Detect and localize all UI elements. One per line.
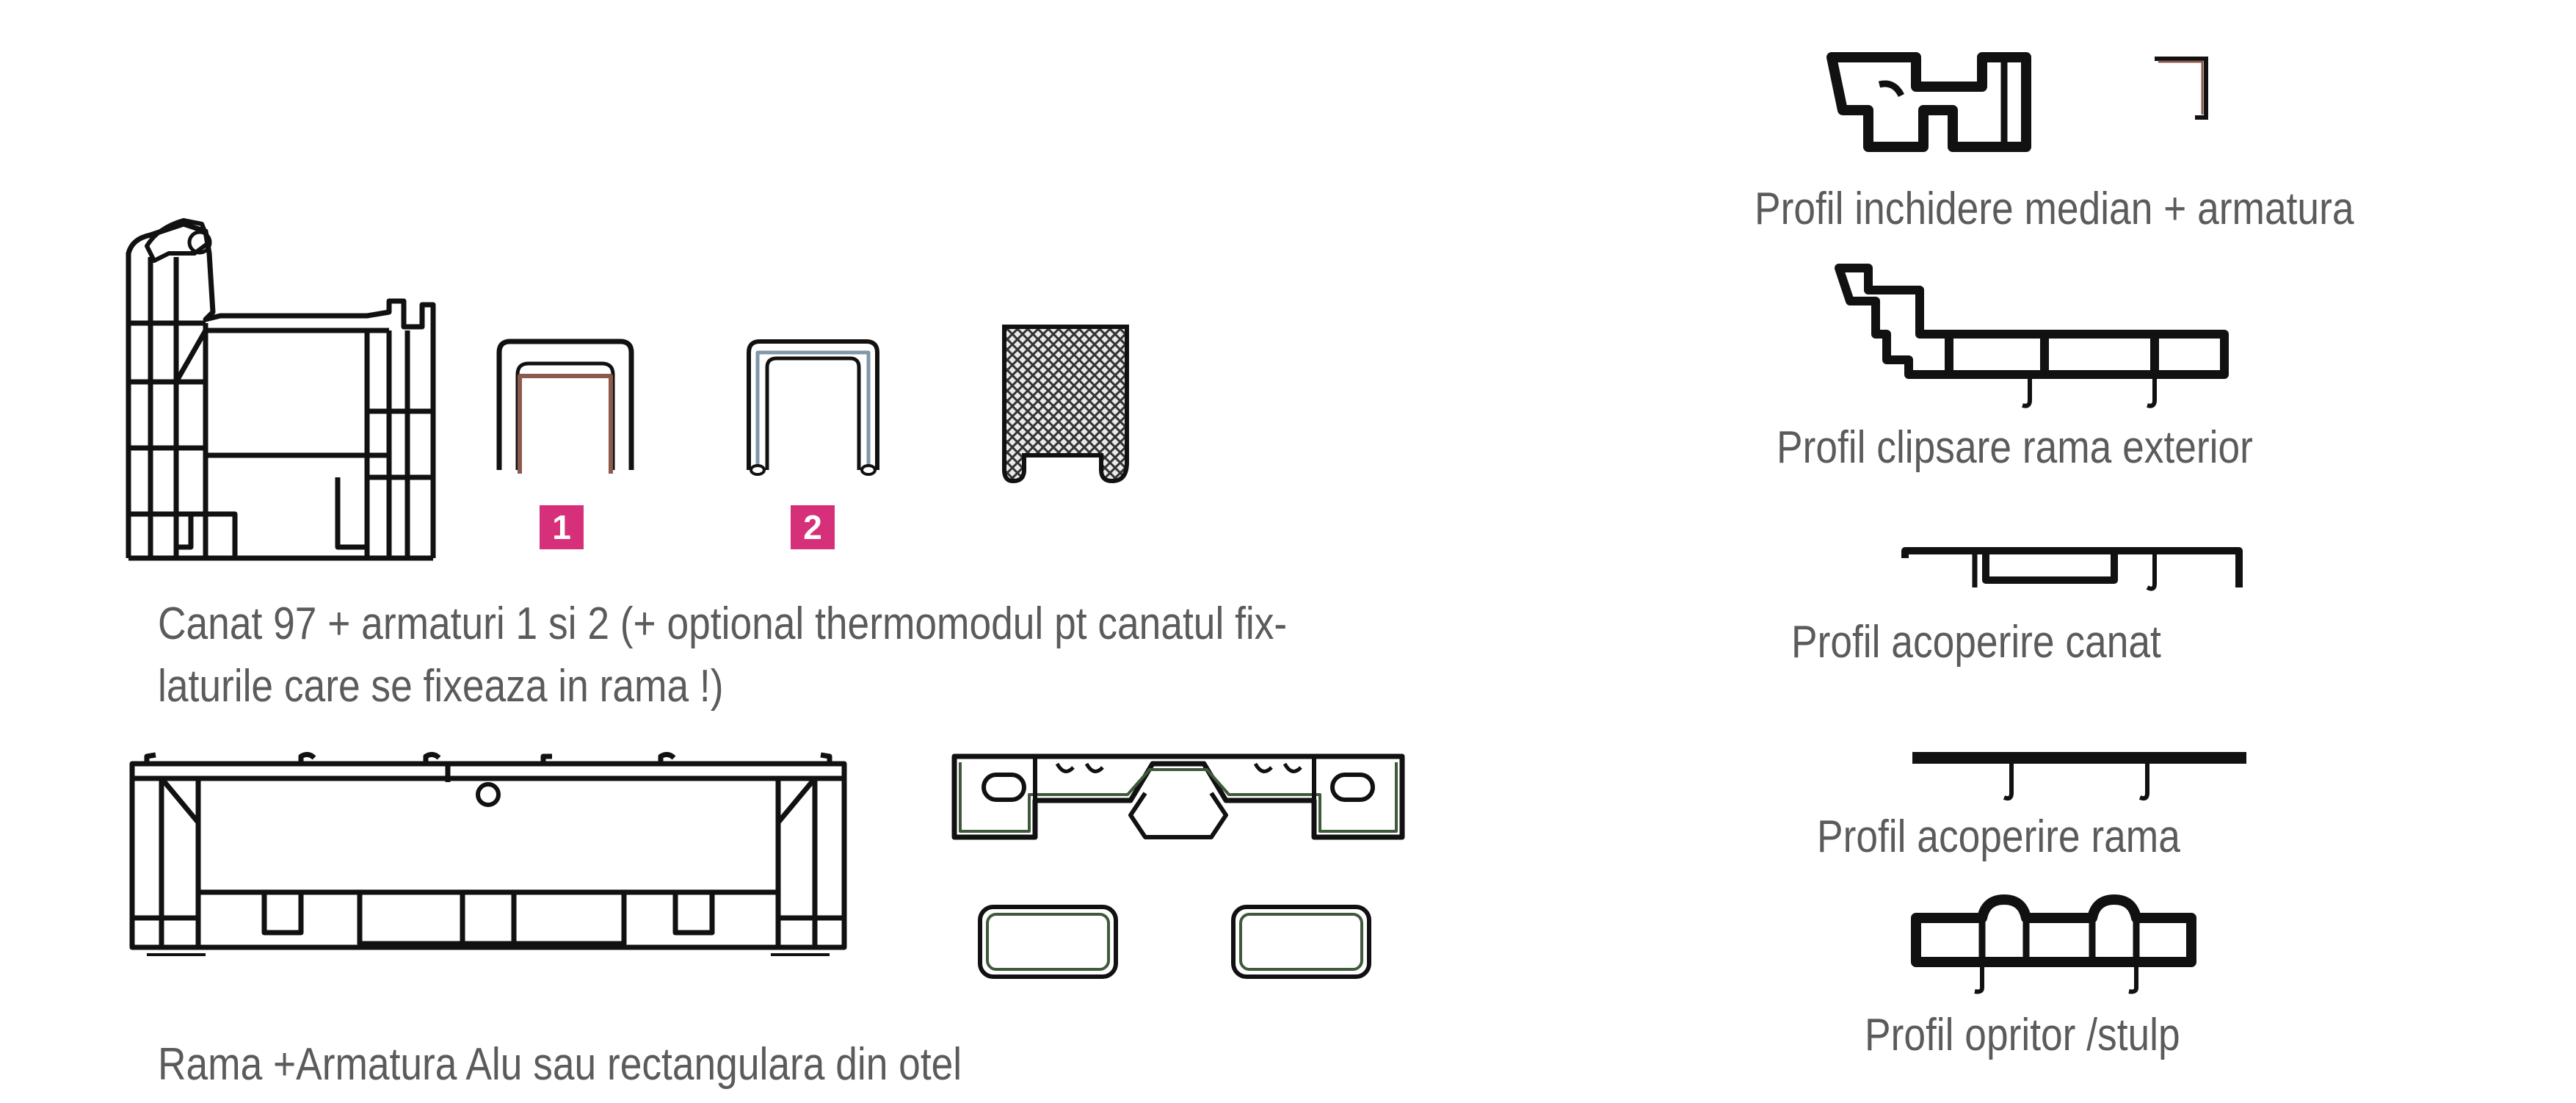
caption-canat-line-1: Canat 97 + armaturi 1 si 2 (+ optional t…: [158, 598, 1288, 649]
alu-u-reinforcement-drawing: [747, 339, 879, 476]
exterior-frame-clip-profile-drawing: [1835, 264, 2229, 408]
sash-cover-profile-drawing: [1901, 547, 2243, 591]
caption-profil-inchidere: Profil inchidere median + armatura: [1755, 184, 2354, 234]
steel-tube-left-inner: [986, 913, 1110, 971]
steel-tube-right-drawing: [1231, 905, 1371, 979]
steel-tube-left-drawing: [978, 905, 1118, 979]
frame-profile-drawing: [129, 751, 847, 956]
steel-tube-right-inner: [1239, 913, 1363, 971]
stop-mullion-profile-drawing: [1911, 894, 2196, 994]
caption-profil-clipsare: Profil clipsare rama exterior: [1777, 422, 2253, 473]
steel-u-reinforcement-drawing: [496, 339, 634, 474]
median-armature-color: [2158, 60, 2204, 115]
caption-canat-line-2: laturile care se fixeaza in rama !): [158, 661, 724, 712]
reinforcement-2-badge: 2: [791, 505, 835, 549]
median-armature-drawing: [2155, 57, 2208, 120]
caption-profil-acoperire-canat: Profil acoperire canat: [1791, 617, 2161, 668]
caption-profil-acoperire-rama: Profil acoperire rama: [1817, 811, 2180, 862]
caption-rama: Rama +Armatura Alu sau rectangulara din …: [158, 1039, 962, 1090]
sash-profile-drawing: [126, 218, 436, 561]
alu-frame-reinforcement-drawing: [951, 753, 1405, 840]
frame-cover-profile-drawing: [1912, 752, 2246, 801]
caption-profil-opritor: Profil opritor /stulp: [1865, 1010, 2180, 1060]
median-closing-profile-drawing: [1826, 52, 2031, 152]
reinforcement-1-badge: 1: [540, 505, 584, 549]
thermomodul-drawing: [1002, 325, 1129, 484]
